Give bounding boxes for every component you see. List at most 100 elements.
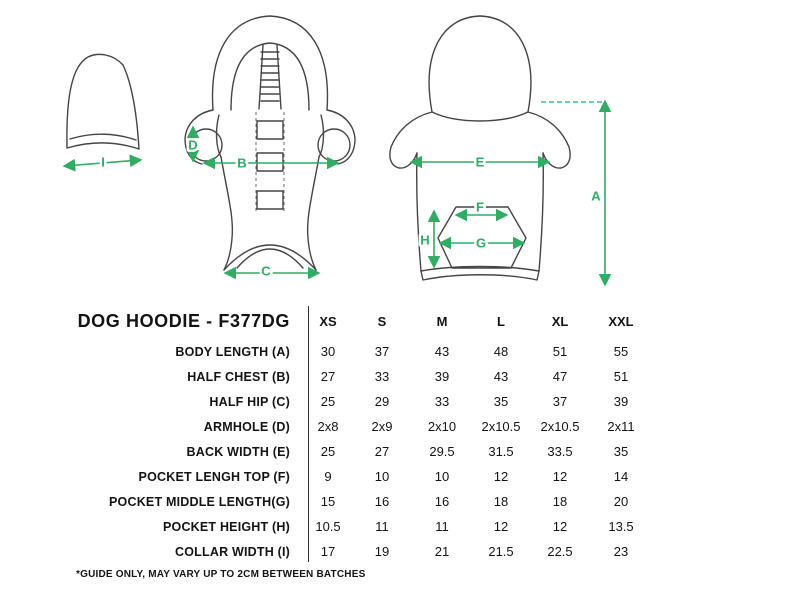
size-cell: 11 [375,519,389,534]
column-header-xs: XS [319,313,337,329]
size-cell: 20 [613,494,629,509]
size-cell: 33.5 [547,444,573,459]
product-title: DOG HOODIE - F377DG [77,310,290,331]
size-cell: 33 [434,394,450,409]
size-cell: 30 [320,344,336,359]
size-cell: 16 [434,494,450,509]
measure-label-e: E [476,155,485,170]
table-divider [308,306,309,562]
size-cell: 21 [434,544,450,559]
size-cell: 13.5 [608,519,634,534]
size-cell: 2x11 [607,419,635,434]
front-hem-inner [236,248,304,269]
back-right-sleeve [527,111,571,169]
back-body-right [538,152,544,272]
size-cell: 51 [552,344,568,359]
column-header-xxl: XXL [608,313,634,329]
size-row-label: BACK WIDTH (E) [186,444,290,459]
measure-label-d: D [188,138,197,153]
measure-label-c: C [261,264,271,279]
front-hood-channel [258,44,282,110]
size-row-label: POCKET HEIGHT (H) [162,519,290,534]
collar-outline [66,53,140,150]
hoodie-back-view: E F G H A [389,15,612,287]
size-cell: 48 [493,344,509,359]
size-row-label: HALF CHEST (B) [187,369,290,384]
measure-label-f: F [476,200,484,215]
size-cell: 27 [320,369,336,384]
size-cell: 17 [320,544,336,559]
size-cell: 2x10.5 [540,419,580,434]
hoodie-front-view: D B C [184,15,356,281]
size-cell: 15 [320,494,336,509]
size-cell: 16 [374,494,390,509]
front-left-seam [215,114,222,158]
size-cell: 12 [493,469,509,484]
size-cell: 2x8 [317,419,339,434]
size-cell: 19 [374,544,390,559]
front-button-loop-2 [256,152,284,172]
size-cell: 35 [613,444,629,459]
front-button-loop-1 [256,120,284,140]
size-cell: 12 [552,519,568,534]
front-right-seam [318,114,325,158]
measure-label-i: I [101,155,105,170]
front-body-left [220,156,234,271]
size-cell: 27 [374,444,390,459]
column-header-m: M [436,313,448,329]
size-cell: 31.5 [488,444,514,459]
size-cell: 21.5 [488,544,514,559]
size-cell: 43 [434,344,450,359]
size-cell: 10 [434,469,450,484]
back-hood [428,15,532,113]
size-cell: 37 [374,344,390,359]
size-cell: 14 [613,469,629,484]
measure-label-a: A [591,189,601,204]
footnote: *GUIDE ONLY, MAY VARY UP TO 2CM BETWEEN … [76,569,366,580]
measure-label-h: H [420,233,429,248]
collar-side-view: I [62,53,143,172]
size-cell: 12 [493,519,509,534]
size-cell: 2x10 [427,419,457,434]
size-cell: 39 [434,369,450,384]
size-row-label: COLLAR WIDTH (I) [175,544,290,559]
measure-arrow-i [62,154,143,172]
size-cell: 47 [552,369,568,384]
back-left-sleeve [389,111,433,169]
size-row-label: ARMHOLE (D) [203,419,290,434]
size-cell: 29.5 [429,444,455,459]
size-cell: 10.5 [315,519,341,534]
size-row-label: POCKET MIDDLE LENGTH(G) [109,494,290,509]
measure-label-b: B [237,156,246,171]
front-hood-channel-hatch [260,51,280,102]
size-cell: 37 [552,394,568,409]
size-cell: 11 [435,519,449,534]
column-header-xl: XL [551,313,569,329]
size-cell: 2x10.5 [481,419,521,434]
size-cell: 29 [374,394,390,409]
size-cell: 39 [613,394,629,409]
column-header-s: S [377,313,387,329]
front-hood-outer [211,15,329,111]
hoodie-measurement-diagram: I D B C [62,15,612,287]
size-cell: 22.5 [547,544,573,559]
back-neckline [431,111,529,122]
collar-hem-line [69,133,137,141]
size-row-label: HALF HIP (C) [209,394,290,409]
size-cell: 35 [493,394,509,409]
back-body-left [416,152,422,272]
front-hem-outer [223,244,317,271]
size-cell: 18 [493,494,509,509]
size-cell: 25 [320,444,336,459]
size-cell: 12 [552,469,568,484]
front-hood-inner [230,42,310,111]
size-cell: 55 [613,344,629,359]
front-button-loop-3 [256,190,284,210]
size-cell: 23 [613,544,629,559]
size-cell: 51 [613,369,629,384]
size-row-label: POCKET LENGH TOP (F) [138,469,290,484]
size-cell: 2x9 [371,419,393,434]
size-cell: 18 [552,494,568,509]
